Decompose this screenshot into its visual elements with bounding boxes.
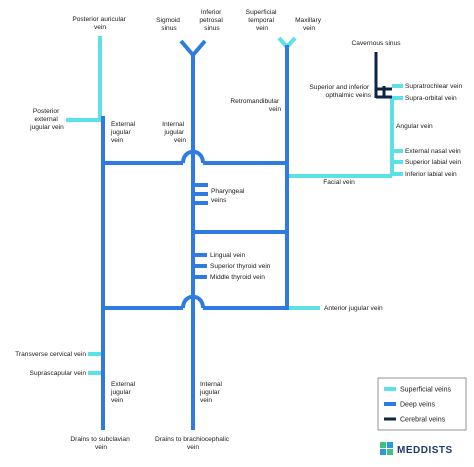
- label-facial-vein: Facial vein: [323, 179, 355, 186]
- label-supratrochlear-vein: Supratrochlear vein: [405, 83, 463, 90]
- label-external-jugular-vein-lower: External jugular vein: [110, 381, 137, 404]
- label-inferior-labial-vein: Inferior labial vein: [405, 171, 457, 178]
- label-maxillary-vein: Maxillary vein: [295, 17, 323, 32]
- label-sigmoid-sinus: Sigmoid sinus: [156, 17, 182, 32]
- label-middle-thyroid-vein: Middle thyroid vein: [210, 274, 265, 281]
- legend-label-cerebral: Cerebral veins: [400, 417, 446, 424]
- sigmoid-sinus-line: [179, 39, 195, 57]
- label-superior-inferior-opthalmic-veins: Superior and inferior opthalmic veins: [309, 84, 371, 99]
- inferior-petrosal-sinus-line: [191, 39, 207, 57]
- upper-communicating-hop: [181, 149, 205, 164]
- label-supra-orbital-vein: Supra-orbital vein: [405, 95, 457, 102]
- label-lingual-vein: Lingual vein: [210, 252, 246, 259]
- label-drains-to-subclavian: Drains to subclavian vein: [70, 436, 131, 451]
- label-internal-jugular-vein-lower: Internal jugular vein: [199, 381, 224, 404]
- lower-communicating-hop: [181, 294, 205, 309]
- label-posterior-external-jugular-vein: Posterior external jugular vein: [29, 108, 64, 131]
- superficial-veins-group: [66, 36, 403, 375]
- label-drains-to-brachiocephalic: Drains to brachiocephalic vein: [155, 436, 231, 451]
- labels-group: Posterior auricular vein Sigmoid sinus I…: [15, 9, 462, 451]
- label-retromandibular-vein: Retromandibular vein: [230, 98, 281, 113]
- brand-name: MEDDISTS: [397, 445, 453, 456]
- meddists-logo-icon: [380, 442, 393, 455]
- label-superior-thyroid-vein: Superior thyroid vein: [210, 263, 271, 270]
- label-cavernous-sinus: Cavernous sinus: [351, 40, 401, 47]
- label-inferior-petrosal-sinus: Inferior petrosal sinus: [199, 9, 224, 32]
- label-posterior-auricular-vein: Posterior auricular vein: [72, 16, 127, 31]
- label-angular-vein: Angular vein: [396, 123, 433, 130]
- label-anterior-jugular-vein: Anterior jugular vein: [324, 305, 383, 312]
- cerebral-veins-group: [374, 52, 392, 99]
- label-superior-labial-vein: Superior labial vein: [405, 159, 461, 166]
- deep-veins-group: [101, 39, 289, 430]
- label-external-jugular-vein-upper: External jugular vein: [110, 121, 137, 144]
- label-superficial-temporal-vein: Superficial temporal vein: [246, 9, 279, 32]
- label-internal-jugular-vein-upper: Internal jugular vein: [162, 121, 186, 144]
- legend: Superficial veins Deep veins Cerebral ve…: [377, 377, 467, 431]
- label-suprascapular-vein: Suprascapular vein: [30, 370, 87, 377]
- label-external-nasal-vein: External nasal vein: [405, 148, 461, 155]
- legend-label-superficial: Superficial veins: [400, 387, 451, 394]
- brand: MEDDISTS: [380, 442, 453, 456]
- label-transverse-cervical-vein: Transverse cervical vein: [15, 351, 86, 358]
- legend-label-deep: Deep veins: [400, 402, 436, 409]
- label-pharyngeal-veins: Pharyngeal veins: [211, 188, 246, 204]
